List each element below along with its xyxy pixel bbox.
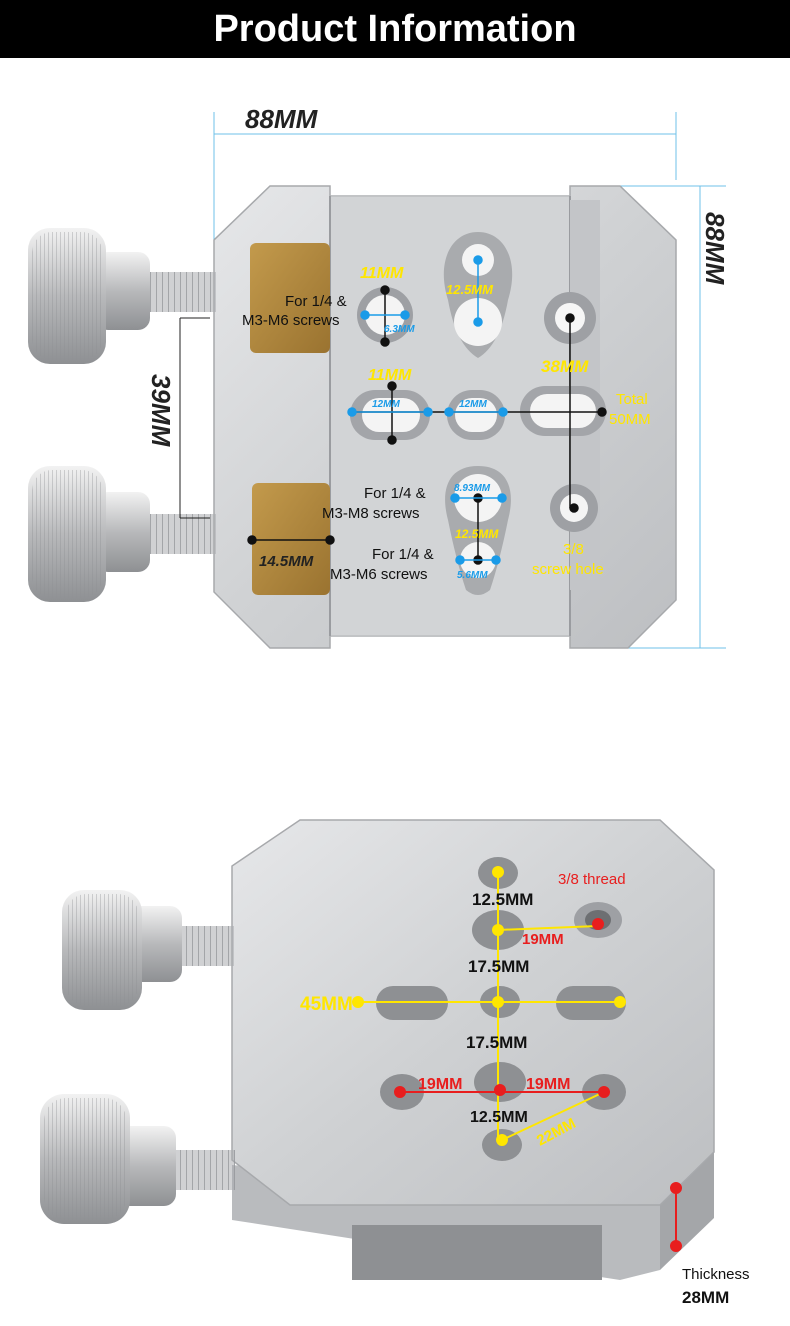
slot1-outer-label: 11MM	[360, 265, 404, 282]
brass-pad-bottom	[252, 483, 330, 595]
thread-label: 3/8 thread	[558, 871, 626, 888]
height-label: 88MM	[700, 212, 730, 286]
note-a-line2: M3-M8 screws	[322, 505, 420, 522]
teardrop-bottom-small: 5.6MM	[457, 570, 488, 581]
knob-lower-1[interactable]	[62, 890, 234, 1010]
total-line2: 50MM	[609, 411, 651, 428]
knob-spacing-label: 39MM	[146, 374, 176, 448]
knob-top[interactable]	[28, 228, 216, 364]
slot1-inner-label: 6.3MM	[384, 324, 415, 335]
screw-hole-line1: 3/8	[563, 541, 584, 558]
right-distance-label: 19MM	[526, 1076, 570, 1093]
thickness-line1: Thickness	[682, 1266, 750, 1283]
top-spacing-label: 12.5MM	[472, 890, 533, 909]
thread-distance-label: 19MM	[522, 931, 564, 948]
teardrop-top-spacing: 12.5MM	[446, 282, 494, 297]
hole-right-distance: 38MM	[541, 357, 589, 376]
note-a-line1: For 1/4 &	[364, 485, 426, 502]
note-b-line1: For 1/4 &	[372, 546, 434, 563]
base-side-face	[660, 1152, 714, 1270]
slot1-note-line1: For 1/4 &	[285, 293, 347, 310]
page-title: Product Information	[213, 7, 577, 50]
slot1-note-line2: M3-M6 screws	[242, 312, 340, 329]
teardrop-bottom-spacing: 12.5MM	[455, 527, 499, 541]
row-middle-slot-a: 12MM	[372, 399, 400, 410]
top-view: 88MM 88MM 39MM 14.5MM 11MM 6.3MM For 1/4…	[28, 104, 730, 649]
left-distance-label: 19MM	[418, 1076, 462, 1093]
thickness-line2: 28MM	[682, 1288, 729, 1307]
note-b-line2: M3-M6 screws	[330, 566, 428, 583]
screw-hole-line2: screw hole	[532, 561, 604, 578]
header-banner: Product Information	[0, 0, 790, 58]
base-channel	[352, 1225, 602, 1280]
teardrop-bottom-width: 8.93MM	[454, 483, 491, 494]
clamp-width-label: 14.5MM	[259, 553, 314, 570]
total-width-label: 45MM	[300, 994, 353, 1015]
row-middle-slot-b: 12MM	[459, 399, 487, 410]
bottom-spacing-label: 12.5MM	[470, 1109, 528, 1126]
upper-gap-label: 17.5MM	[468, 957, 529, 976]
bottom-view: 3/8 thread 12.5MM 19MM 17.5MM 45MM 17.5M…	[40, 819, 750, 1307]
lower-gap-label: 17.5MM	[466, 1033, 527, 1052]
knob-bottom[interactable]	[28, 466, 216, 602]
width-label: 88MM	[245, 104, 319, 134]
total-line1: Total	[616, 391, 648, 408]
row-middle-outer: 11MM	[368, 367, 412, 384]
knob-lower-2[interactable]	[40, 1094, 235, 1224]
brass-pad-top	[250, 243, 330, 353]
